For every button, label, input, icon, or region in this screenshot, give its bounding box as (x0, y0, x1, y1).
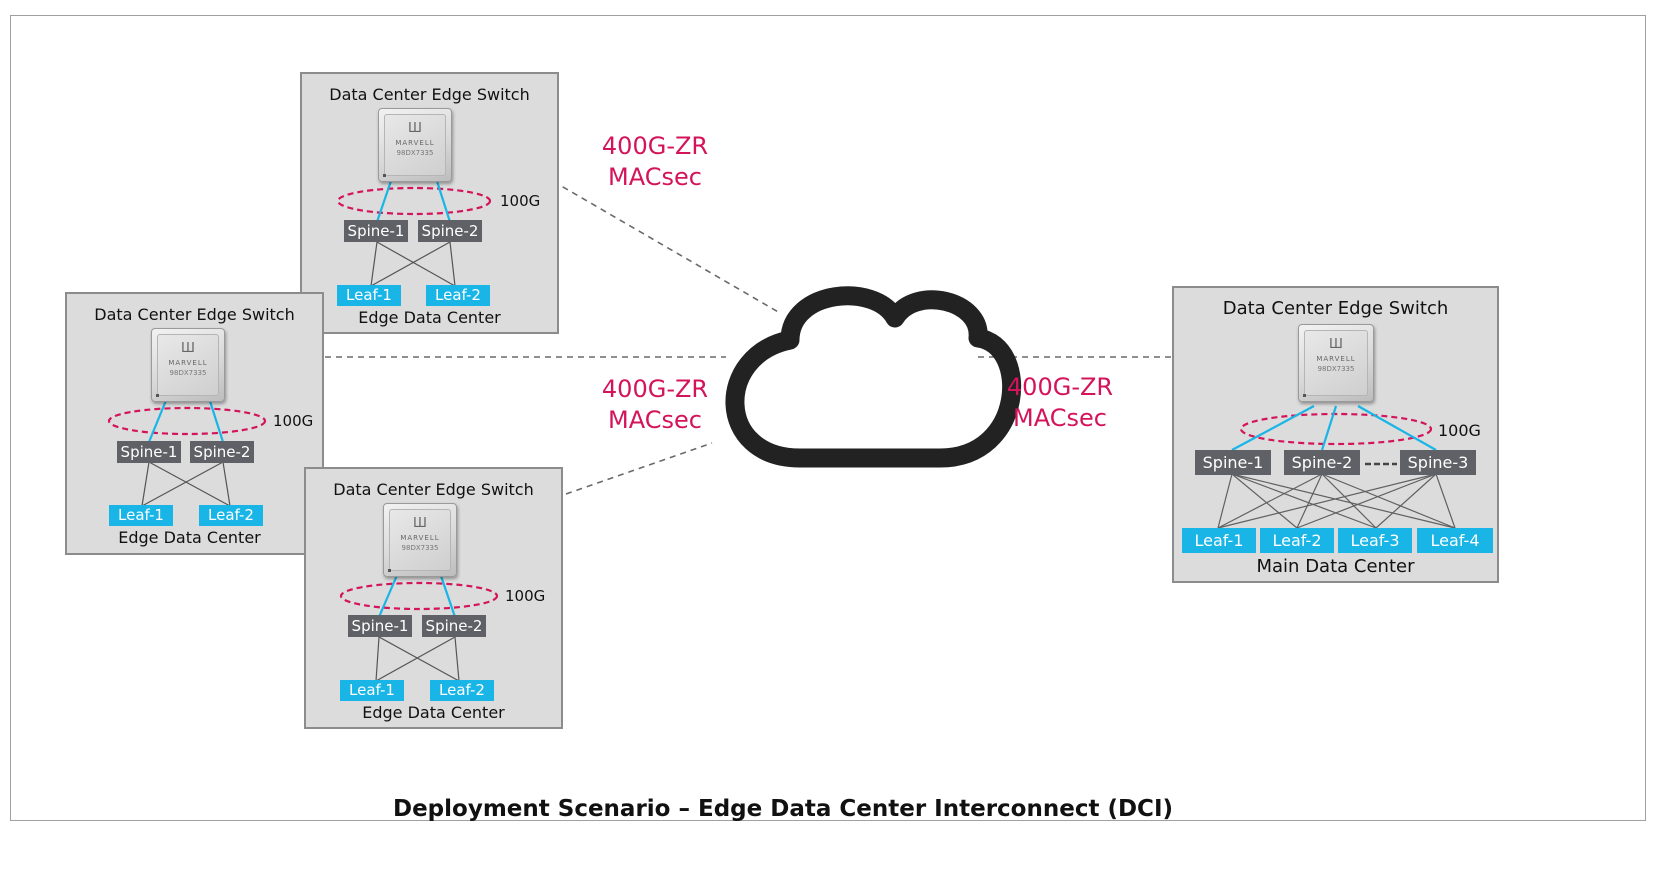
chip-brand: MARVELL (1316, 355, 1356, 363)
link-speed-label: 100G (273, 412, 314, 430)
protocol-name: 400G-ZR (601, 132, 709, 160)
link-speed-label: 100G (500, 192, 541, 210)
leaf-node: Leaf-1 (337, 285, 401, 306)
marvell-logo-icon: Ш (408, 121, 422, 136)
link-speed-label: 100G (505, 587, 546, 605)
spine-node: Spine-2 (1284, 450, 1360, 475)
marvell-logo-icon: Ш (1329, 337, 1343, 352)
link-speed-label: 100G (1438, 421, 1481, 440)
protocol-label-lower: 400G-ZR MACsec (585, 374, 725, 436)
spine-node: Spine-2 (190, 441, 254, 463)
leaf-node: Leaf-4 (1417, 528, 1493, 553)
spine-node: Spine-1 (348, 615, 412, 637)
link-top-to-cloud (457, 125, 781, 314)
edge-dc-panel-bottom: Data Center Edge Switch Ш MARVELL 98DX73… (304, 467, 563, 729)
marvell-logo-icon: Ш (181, 341, 195, 356)
leaf-node: Leaf-2 (430, 680, 494, 701)
switch-chip: Ш MARVELL 98DX7335 (151, 328, 225, 402)
spine-node: Spine-1 (1195, 450, 1271, 475)
protocol-name: 400G-ZR (601, 375, 709, 403)
protocol-label-right: 400G-ZR MACsec (990, 372, 1130, 434)
chip-part-number: 98DX7335 (396, 149, 434, 157)
panel-title: Data Center Edge Switch (94, 305, 295, 324)
leaf-node: Leaf-2 (199, 505, 263, 526)
protocol-name: 400G-ZR (1006, 373, 1114, 401)
leaf-node: Leaf-2 (426, 285, 490, 306)
spine-node: Spine-3 (1400, 450, 1476, 475)
chip-brand: MARVELL (168, 359, 208, 367)
spine-node: Spine-2 (422, 615, 486, 637)
panel-title: Data Center Edge Switch (329, 85, 530, 104)
switch-chip: Ш MARVELL 98DX7335 (1298, 324, 1374, 402)
panel-footer: Edge Data Center (118, 528, 261, 547)
protocol-label-upper: 400G-ZR MACsec (585, 131, 725, 193)
security-name: MACsec (608, 163, 702, 191)
spine-node: Spine-1 (117, 441, 181, 463)
spine-node: Spine-2 (418, 220, 482, 242)
topology-links (1217, 405, 1456, 529)
panel-footer: Main Data Center (1256, 556, 1415, 577)
security-name: MACsec (1013, 404, 1107, 432)
leaf-node: Leaf-2 (1260, 528, 1334, 553)
link-bottom-to-cloud (565, 442, 713, 495)
security-name: MACsec (608, 406, 702, 434)
chip-part-number: 98DX7335 (401, 544, 439, 552)
edge-dc-panel-left: Data Center Edge Switch Ш MARVELL 98DX73… (65, 292, 324, 555)
leaf-node: Leaf-1 (1182, 528, 1256, 553)
leaf-node: Leaf-3 (1338, 528, 1412, 553)
leaf-node: Leaf-1 (109, 505, 173, 526)
edge-dc-panel-top: Data Center Edge Switch Ш MARVELL 98DX73… (300, 72, 559, 334)
topology-links (336, 177, 492, 287)
chip-brand: MARVELL (395, 139, 435, 147)
topology-links (107, 397, 267, 507)
switch-chip: Ш MARVELL 98DX7335 (383, 503, 457, 577)
switch-chip: Ш MARVELL 98DX7335 (378, 108, 452, 182)
panel-title: Data Center Edge Switch (333, 480, 534, 499)
spine-node: Spine-1 (344, 220, 408, 242)
chip-part-number: 98DX7335 (169, 369, 207, 377)
panel-footer: Edge Data Center (362, 703, 505, 722)
topology-links (339, 572, 499, 682)
figure-caption: Deployment Scenario – Edge Data Center I… (392, 796, 1174, 822)
leaf-node: Leaf-1 (340, 680, 404, 701)
marvell-logo-icon: Ш (413, 516, 427, 531)
main-dc-panel: Data Center Edge Switch Ш MARVELL 98DX73… (1172, 286, 1499, 583)
cloud-icon (725, 286, 1022, 468)
panel-title: Data Center Edge Switch (1222, 298, 1449, 319)
chip-part-number: 98DX7335 (1317, 365, 1355, 373)
chip-brand: MARVELL (400, 534, 440, 542)
panel-footer: Edge Data Center (358, 308, 501, 327)
